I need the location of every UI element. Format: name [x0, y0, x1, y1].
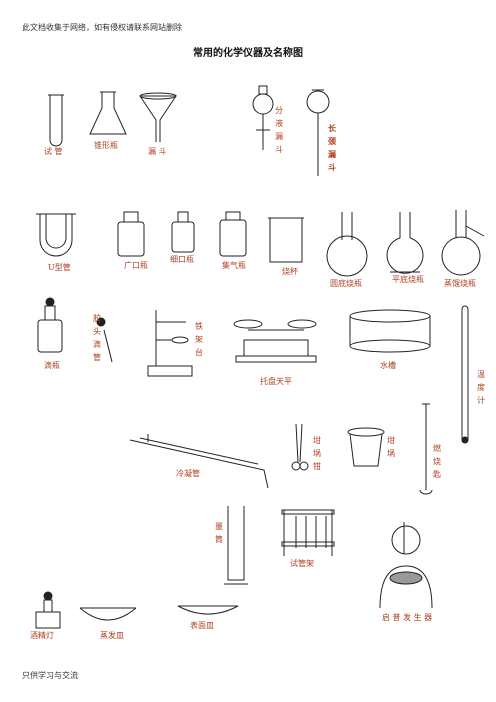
label-round-flask: 圆底烧瓶 [330, 279, 362, 288]
label-alcohol-lamp: 酒精灯 [30, 631, 54, 640]
test-tube-rack-drawing [281, 509, 335, 556]
label-u-tube: U型管 [48, 263, 71, 272]
label-watch-glass: 表面皿 [190, 621, 214, 630]
iron-stand-drawing [147, 310, 193, 377]
crucible-tongs-drawing [291, 423, 309, 471]
label-narrow-mouth-bottle: 细口瓶 [170, 255, 194, 264]
label-gas-jar: 集气瓶 [222, 261, 246, 270]
label-evaporating-dish: 蒸发皿 [100, 631, 124, 640]
dropper-bottle-drawing [37, 297, 63, 353]
separatory-funnel-drawing [252, 85, 274, 150]
page-title: 常用的化学仪器及名称图 [193, 48, 303, 59]
label-separatory-funnel: 分液漏斗 [275, 106, 283, 154]
label-distilling-flask: 蒸馏烧瓶 [444, 279, 476, 288]
round-flask-drawing [326, 212, 368, 277]
label-balance: 托盘天平 [260, 377, 292, 386]
beaker-drawing [268, 217, 304, 263]
label-crucible: 坩埚 [387, 436, 395, 458]
label-test-tube-rack: 试管架 [290, 559, 314, 568]
watch-glass-drawing [177, 605, 239, 615]
label-test-tube: 试 管 [44, 147, 63, 156]
label-kipp: 启 普 发 生 器 [382, 613, 433, 622]
alcohol-lamp-drawing [35, 591, 61, 629]
label-wide-mouth-bottle: 广口瓶 [124, 261, 148, 270]
condenser-drawing [129, 434, 269, 489]
balance-drawing [233, 319, 317, 363]
label-dropper-bottle: 滴瓶 [44, 361, 60, 370]
label-erlenmeyer: 锥形瓶 [94, 141, 118, 150]
dropper-drawing [96, 317, 113, 363]
funnel-drawing [139, 92, 177, 142]
water-trough-drawing [349, 309, 431, 353]
thermometer-drawing [461, 305, 469, 444]
label-beaker: 烧杯 [282, 267, 298, 276]
kipp-generator-drawing [379, 522, 433, 609]
label-dropper: 胶头滴管 [93, 314, 101, 362]
long-neck-funnel-drawing [306, 89, 330, 176]
distilling-flask-drawing [441, 210, 485, 276]
label-thermometer: 温度计 [477, 370, 485, 405]
label-crucible-tongs: 坩埚钳 [313, 436, 321, 471]
label-combustion-spoon: 燃烧匙 [433, 444, 441, 479]
label-water-trough: 水槽 [380, 361, 396, 370]
graduated-cylinder-drawing [224, 506, 248, 585]
label-long-neck-funnel: 长颈漏斗 [328, 123, 336, 172]
label-condenser: 冷凝管 [176, 469, 200, 478]
page-header: 此文档收集于网络，如有侵权请联系网站删除 [22, 23, 182, 32]
u-tube-drawing [36, 213, 76, 257]
evaporating-dish-drawing [79, 607, 137, 621]
label-flat-flask: 平底烧瓶 [392, 275, 424, 284]
gas-jar-drawing [219, 211, 247, 257]
label-graduated-cylinder: 量筒 [215, 522, 223, 544]
narrow-mouth-bottle-drawing [171, 211, 195, 253]
erlenmeyer-drawing [89, 91, 127, 135]
label-funnel: 漏 斗 [148, 147, 167, 156]
test-tube-drawing [48, 94, 64, 147]
combustion-spoon-drawing [419, 403, 433, 495]
flat-flask-drawing [386, 212, 424, 274]
label-iron-stand: 铁架台 [195, 322, 203, 357]
page-footer: 只供学习与交流 [22, 671, 78, 680]
crucible-drawing [347, 427, 385, 467]
wide-mouth-bottle-drawing [117, 211, 145, 257]
